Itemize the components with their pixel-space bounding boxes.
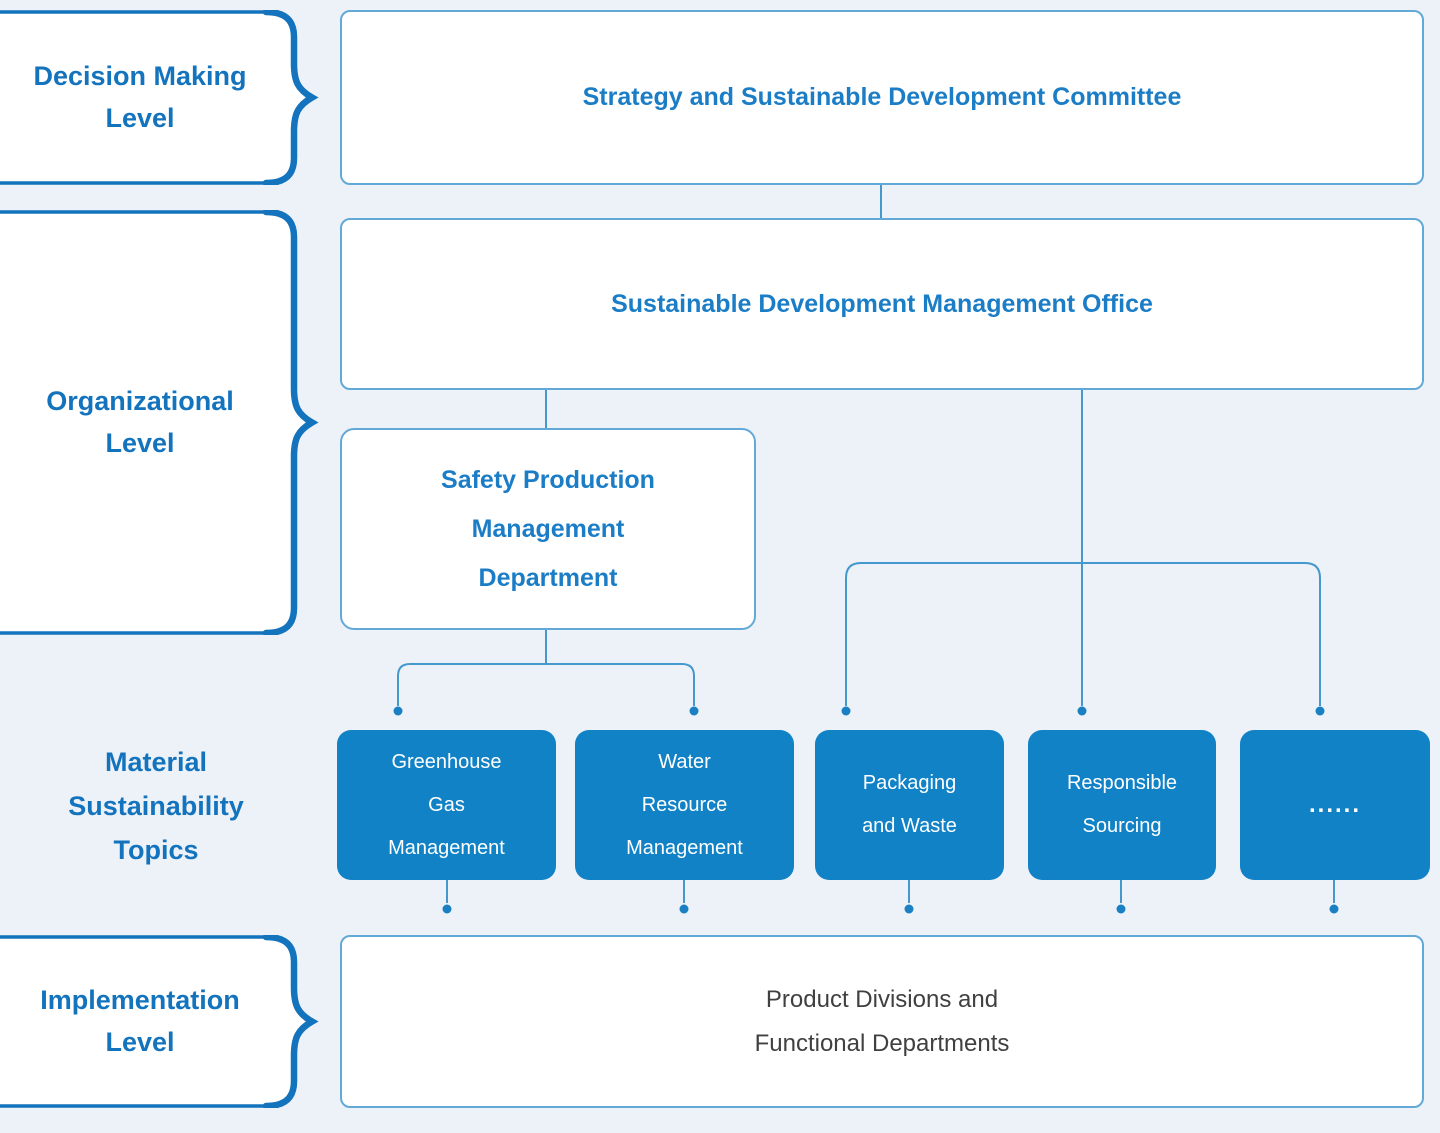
topic-box-water-resource: Water Resource Management: [575, 730, 794, 880]
decision-level-label: Decision Making Level: [33, 60, 247, 133]
implementation-level-label: Implementation Level: [40, 984, 240, 1057]
material-topics-label: Material Sustainability Topics: [68, 747, 244, 865]
implementation-box-label: Product Divisions and Functional Departm…: [754, 985, 1010, 1057]
organizational-level-label: Organizational Level: [46, 385, 234, 458]
decision-level-brace-box: [0, 10, 319, 185]
topic-label: Packaging and Waste: [862, 772, 957, 837]
topic-label: Responsible Sourcing: [1066, 772, 1178, 837]
implementation-level-brace-box: [0, 935, 319, 1108]
node-dot: [1077, 706, 1087, 716]
management-office-label: Sustainable Development Management Offic…: [611, 289, 1153, 318]
topic-box-responsible-sourcing: Responsible Sourcing: [1028, 730, 1216, 880]
bracket-office-to-topics: [845, 562, 1321, 706]
node-dot: [689, 706, 699, 716]
topic-box-ellipsis: ......: [1240, 730, 1430, 880]
node-dot: [442, 904, 452, 914]
node-dot: [393, 706, 403, 716]
bracket-safety-to-topics: [397, 663, 695, 706]
committee-box: Strategy and Sustainable Development Com…: [340, 10, 1424, 185]
brace-icon: [262, 935, 319, 1108]
brace-icon: [262, 10, 319, 185]
node-dot: [1116, 904, 1126, 914]
node-dot: [904, 904, 914, 914]
topic-label: Water Resource Management: [626, 750, 743, 859]
topic-label: Greenhouse Gas Management: [388, 750, 505, 859]
implementation-box: Product Divisions and Functional Departm…: [340, 935, 1424, 1108]
committee-box-label: Strategy and Sustainable Development Com…: [582, 83, 1182, 111]
organizational-level-group: Organizational Level: [0, 210, 340, 635]
implementation-level-group: Implementation Level: [0, 935, 340, 1108]
brace-icon: [262, 210, 319, 635]
topic-box-greenhouse-gas: Greenhouse Gas Management: [337, 730, 556, 880]
node-dot: [1315, 706, 1325, 716]
topic-box-packaging-waste: Packaging and Waste: [815, 730, 1004, 880]
node-dot: [679, 904, 689, 914]
safety-department-label: Safety Production Management Department: [441, 465, 655, 592]
organizational-level-brace-box: [0, 210, 319, 635]
topic-label: ......: [1308, 791, 1361, 819]
decision-level-group: Decision Making Level: [0, 10, 340, 185]
safety-department-box: Safety Production Management Department: [340, 428, 756, 630]
management-office-box: Sustainable Development Management Offic…: [340, 218, 1424, 390]
node-dot: [1329, 904, 1339, 914]
node-dot: [841, 706, 851, 716]
